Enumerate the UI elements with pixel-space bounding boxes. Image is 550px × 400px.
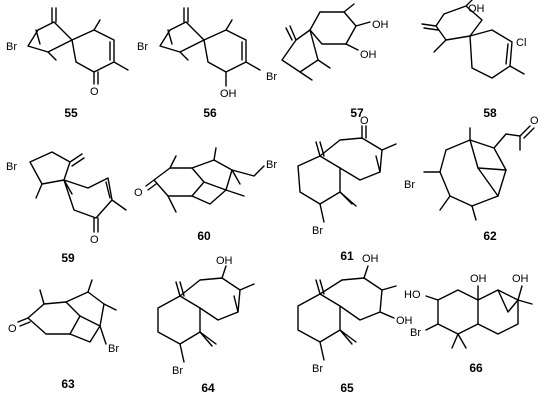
compound-65-oh1-label: OH [362, 253, 379, 265]
compound-65-br-label: Br [312, 363, 323, 375]
compound-65-bonds [297, 265, 397, 361]
compound-57-br-label: Br [266, 71, 277, 83]
compound-63-bonds [17, 279, 117, 345]
compound-62-o-label: O [530, 115, 539, 127]
compound-64-number: 64 [201, 381, 215, 395]
compound-60-o-label: O [134, 187, 143, 199]
compound-59: Br O 59 [6, 151, 127, 265]
compound-60-br-label: Br [266, 159, 277, 171]
compound-59-number: 59 [61, 251, 75, 265]
compound-62-number: 62 [483, 229, 497, 243]
compound-63-number: 63 [61, 377, 75, 391]
compound-60: O Br 60 [134, 147, 277, 243]
compound-61-br-label: Br [312, 225, 323, 237]
compound-66-oh2-label: OH [512, 273, 529, 285]
compound-55-o-label: O [90, 86, 99, 98]
compound-61-o-label: O [360, 115, 369, 127]
compound-60-number: 60 [197, 229, 211, 243]
compound-57-bonds [281, 3, 371, 81]
compound-57: OH OH Br 57 [266, 3, 389, 120]
compound-62: Br O 62 [404, 115, 539, 243]
compound-58-bonds [421, 0, 525, 79]
compound-65-number: 65 [340, 381, 354, 395]
compound-59-o-label: O [90, 234, 99, 246]
compound-61: O Br 61 [297, 115, 397, 263]
compound-55-br-label: Br [6, 41, 17, 53]
compound-57-number: 57 [350, 106, 364, 120]
compound-55-bonds [27, 7, 129, 85]
compound-58: OH Cl 58 [421, 0, 526, 120]
compound-56-oh-label: OH [220, 88, 237, 100]
compound-61-number: 61 [340, 249, 354, 263]
compound-55: Br O 55 [6, 7, 129, 120]
compound-58-number: 58 [483, 106, 497, 120]
compound-57-oh1-label: OH [372, 19, 389, 31]
compound-64-bonds [157, 265, 255, 363]
compound-66-oh1-label: OH [470, 273, 487, 285]
compound-58-cl-label: Cl [516, 37, 526, 49]
compound-62-br-label: Br [404, 179, 415, 191]
compound-57-oh2-label: OH [360, 49, 377, 61]
compound-66-ho-label: HO [404, 289, 421, 301]
compound-61-bonds [297, 125, 397, 223]
compound-65-oh2-label: OH [396, 315, 413, 327]
compound-56-br-label: Br [137, 41, 148, 53]
compound-60-bonds [145, 147, 265, 213]
compound-65: OH OH Br 65 [297, 253, 413, 395]
compound-63: O Br 63 [8, 279, 119, 391]
compound-59-bonds [29, 151, 127, 233]
compound-56-bonds [159, 7, 261, 87]
compound-58-oh-label: OH [468, 3, 485, 15]
compound-66-bonds [425, 285, 533, 349]
compound-56: Br OH 56 [137, 7, 261, 120]
compound-66-br-label: Br [410, 327, 421, 339]
compound-59-br-label: Br [6, 161, 17, 173]
compound-64-br-label: Br [172, 365, 183, 377]
compound-64: OH Br 64 [157, 255, 255, 395]
compound-66-number: 66 [469, 361, 483, 375]
compound-55-number: 55 [64, 106, 78, 120]
compound-62-bonds [423, 125, 535, 221]
compound-63-br-label: Br [108, 343, 119, 355]
compound-64-oh-label: OH [216, 255, 233, 267]
compound-56-number: 56 [203, 106, 217, 120]
compound-66: HO OH OH Br 66 [404, 273, 533, 375]
compound-63-o-label: O [8, 323, 17, 335]
